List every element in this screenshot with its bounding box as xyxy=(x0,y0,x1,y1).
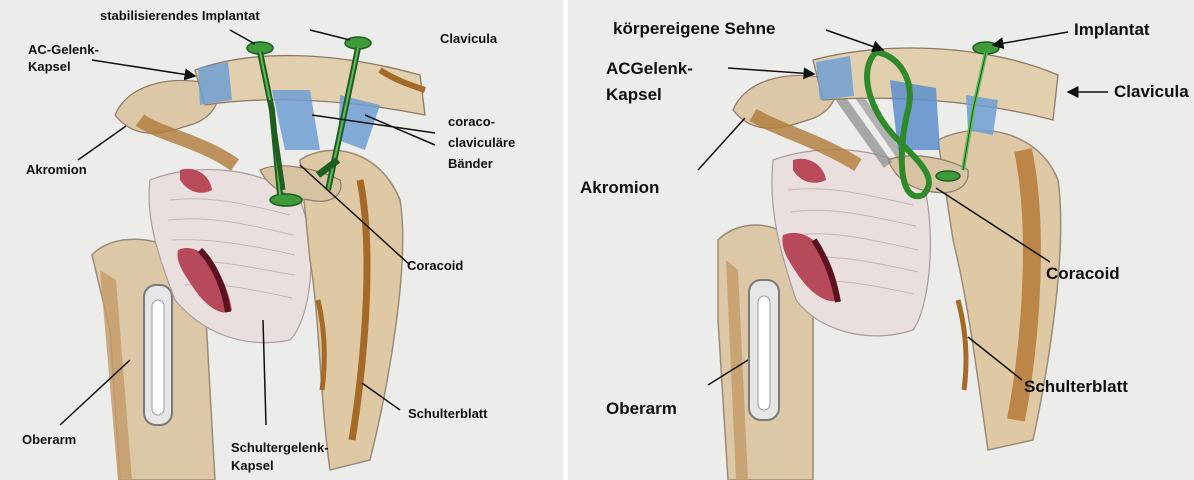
right-illustration: körpereigene Sehne Implantat ACGelenk- K… xyxy=(568,0,1194,480)
label-sg-line2: Kapsel xyxy=(231,458,274,473)
label-coracoid: Coracoid xyxy=(1046,264,1120,283)
label-cc-line2: claviculäre xyxy=(448,135,515,150)
label-ac-line2: Kapsel xyxy=(28,59,71,74)
label-ac-line2: Kapsel xyxy=(606,85,662,104)
label-cc-line1: coraco- xyxy=(448,114,495,129)
label-oberarm: Oberarm xyxy=(606,399,677,418)
label-tendon: körpereigene Sehne xyxy=(613,19,776,38)
label-cc-line3: Bänder xyxy=(448,156,493,171)
label-schulterblatt: Schulterblatt xyxy=(408,406,488,421)
label-implant: Implantat xyxy=(1074,20,1150,39)
label-implant: stabilisierendes Implantat xyxy=(100,8,260,23)
left-diagram: stabilisierendes Implantat Clavicula AC-… xyxy=(0,0,563,480)
right-diagram: körpereigene Sehne Implantat ACGelenk- K… xyxy=(568,0,1194,480)
label-ac-line1: ACGelenk- xyxy=(606,59,693,78)
label-sg-line1: Schultergelenk- xyxy=(231,440,329,455)
ac-capsule xyxy=(198,62,232,105)
label-coracoid: Coracoid xyxy=(407,258,463,273)
label-ac-line1: AC-Gelenk- xyxy=(28,42,99,57)
label-oberarm: Oberarm xyxy=(22,432,76,447)
ac-capsule xyxy=(816,56,854,100)
label-clavicula: Clavicula xyxy=(440,31,498,46)
label-akromion: Akromion xyxy=(26,162,87,177)
left-illustration: stabilisierendes Implantat Clavicula AC-… xyxy=(0,0,563,480)
label-akromion: Akromion xyxy=(580,178,659,197)
label-clavicula: Clavicula xyxy=(1114,82,1189,101)
label-schulterblatt: Schulterblatt xyxy=(1024,377,1128,396)
